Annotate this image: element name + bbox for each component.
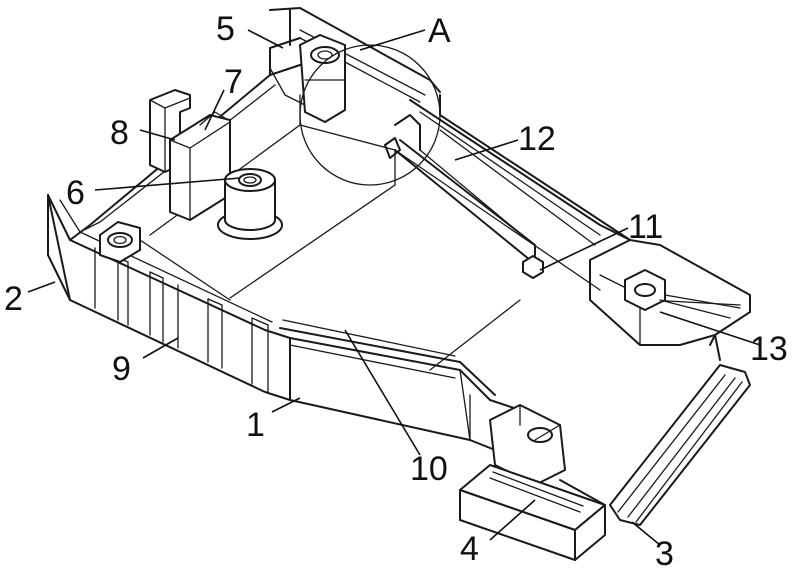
label-a: A <box>428 12 451 50</box>
label-2: 2 <box>4 280 23 318</box>
leader-10 <box>345 330 420 455</box>
label-7: 7 <box>224 63 243 101</box>
label-4: 4 <box>460 530 479 568</box>
label-3: 3 <box>655 535 674 573</box>
leader-a <box>360 30 425 50</box>
leader-11 <box>540 228 628 270</box>
label-13: 13 <box>750 330 788 368</box>
leader-1 <box>272 398 300 412</box>
label-8: 8 <box>110 114 129 152</box>
label-5: 5 <box>216 10 235 48</box>
leader-2 <box>28 282 55 292</box>
label-1: 1 <box>246 406 265 444</box>
leader-13 <box>660 312 760 345</box>
label-9: 9 <box>112 350 131 388</box>
leader-5 <box>248 30 283 48</box>
label-6: 6 <box>66 174 85 212</box>
label-10: 10 <box>410 450 448 488</box>
label-12: 12 <box>518 120 556 158</box>
left-clamp-blocks <box>150 90 230 220</box>
callout-labels: 1 2 3 4 5 6 7 8 9 10 11 12 13 A <box>4 10 788 573</box>
label-11: 11 <box>628 208 663 246</box>
base-frame <box>48 8 750 560</box>
